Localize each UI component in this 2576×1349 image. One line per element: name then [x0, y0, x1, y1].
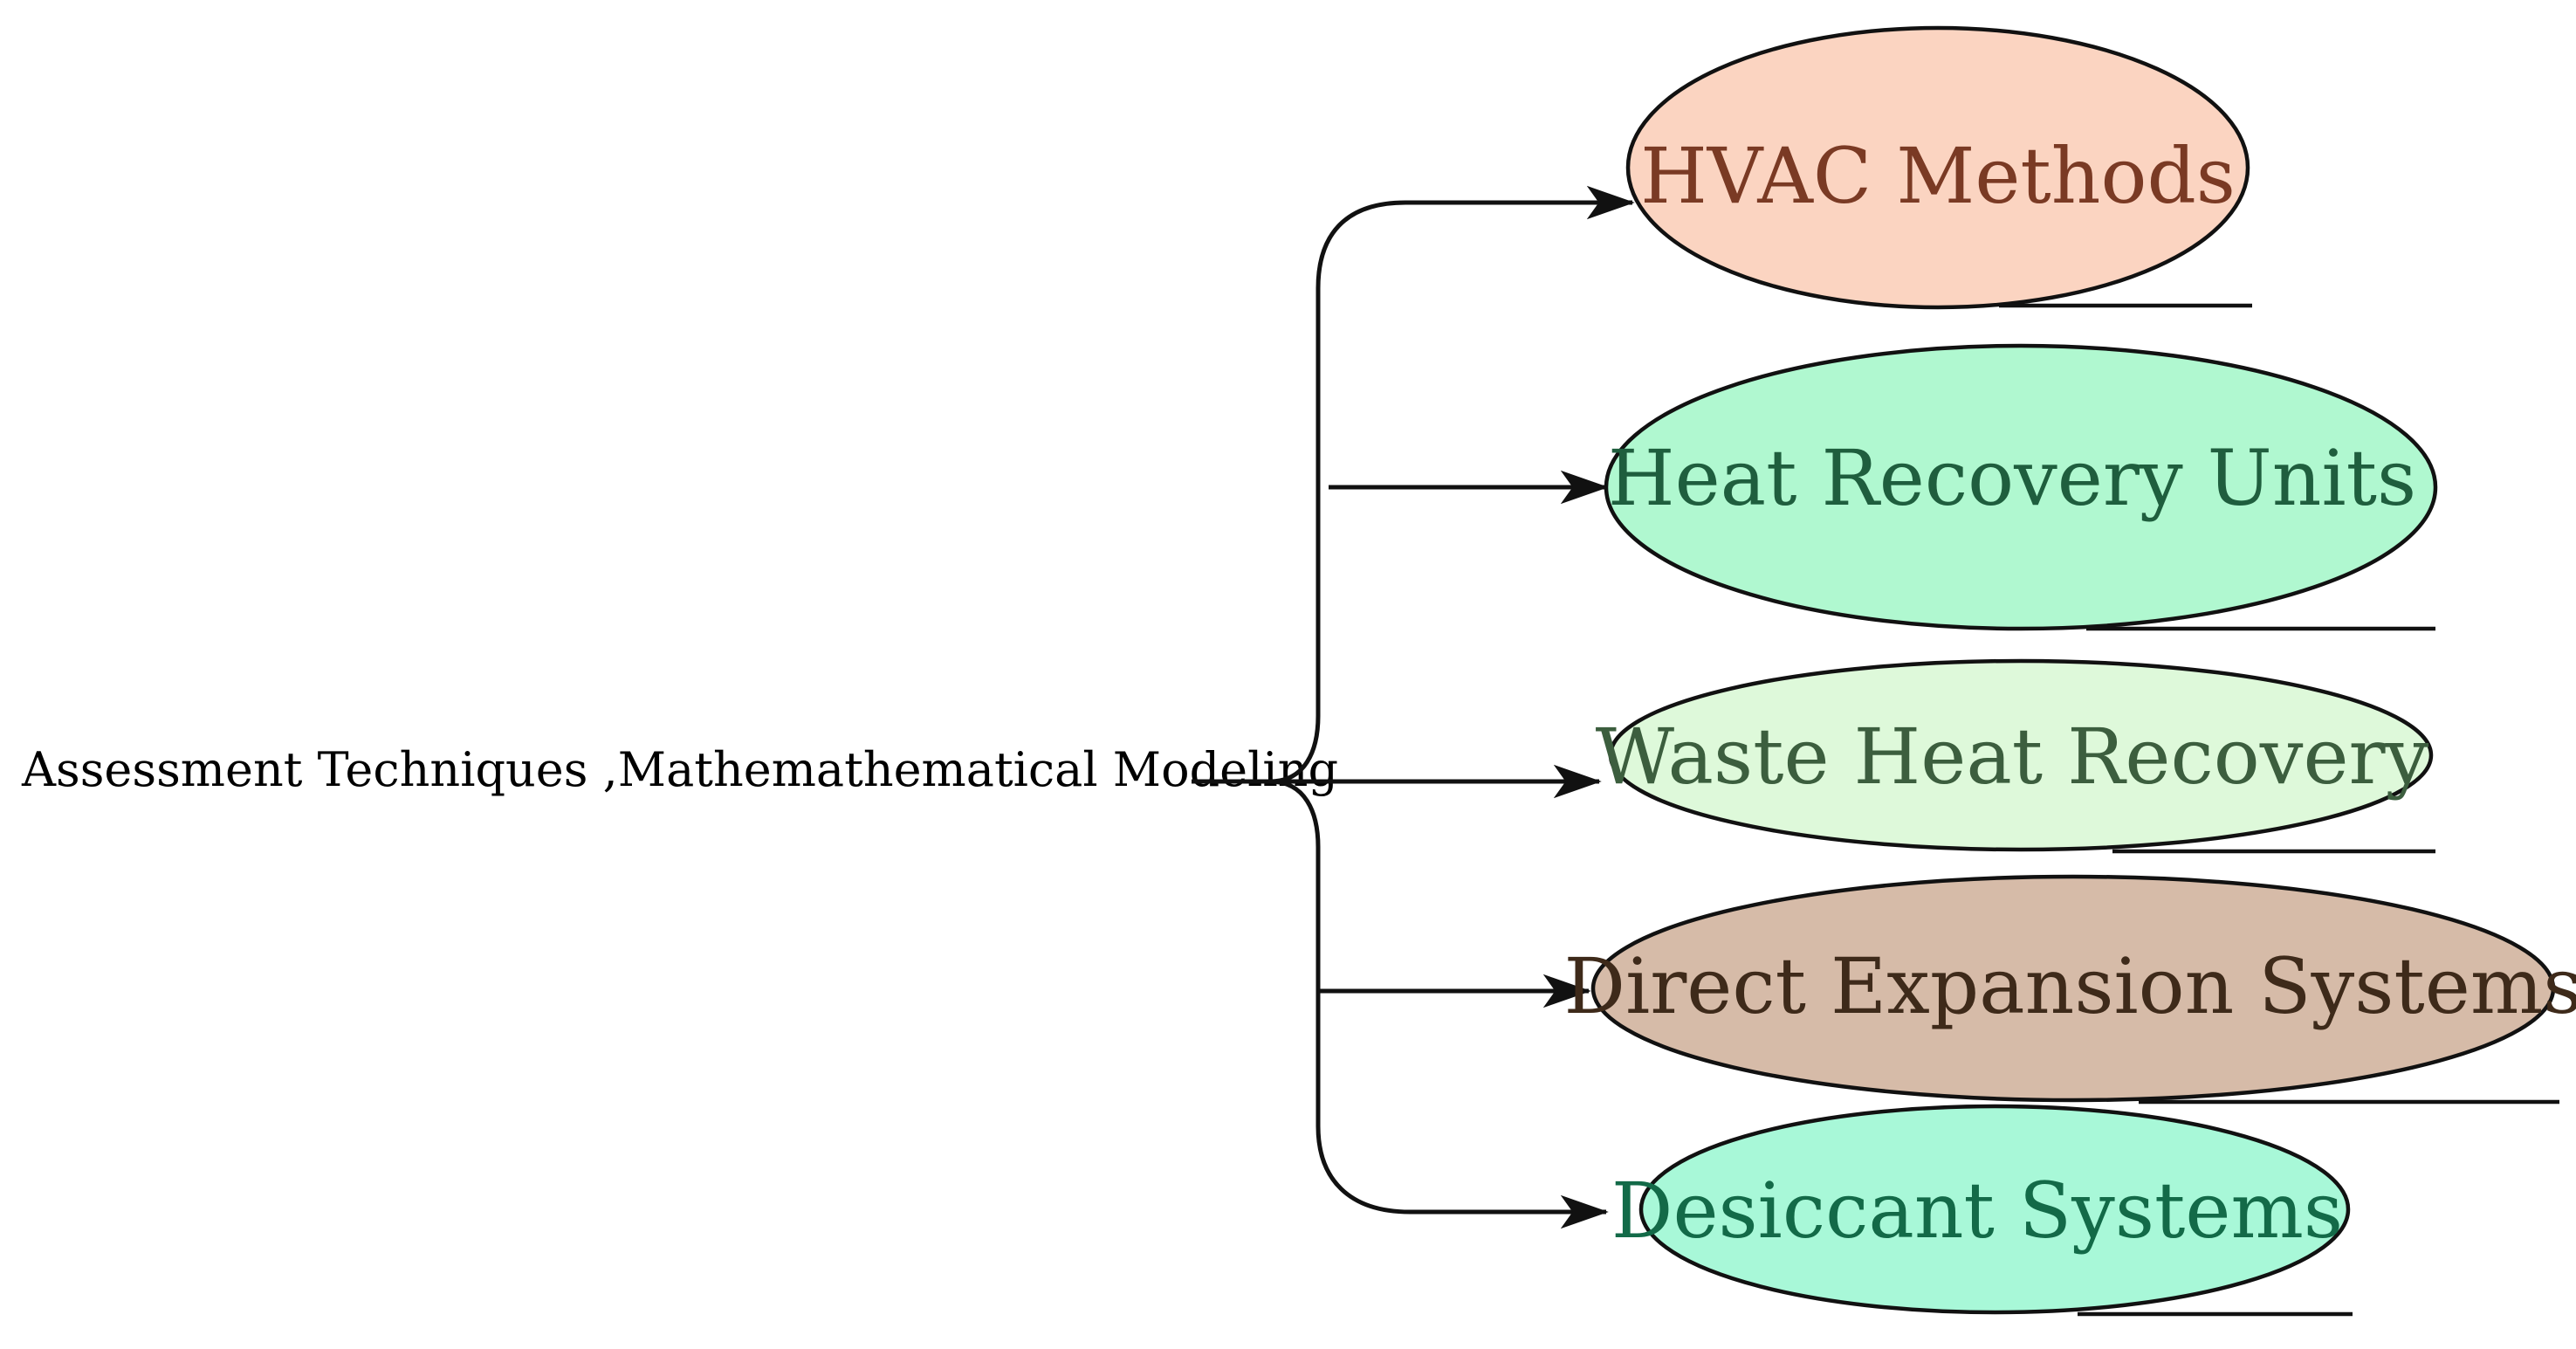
node-desiccant-systems-label: Desiccant Systems [1611, 1166, 2343, 1256]
root-label: Assessment Techniques ,Mathemathematical… [21, 742, 1338, 797]
node-direct-expansion-systems-label: Direct Expansion Systems [1564, 941, 2576, 1031]
node-waste-heat-recovery[interactable]: Waste Heat Recovery [1596, 658, 2435, 854]
node-waste-heat-recovery-shape [1608, 658, 2434, 852]
node-heat-recovery-units[interactable]: Heat Recovery Units [1604, 343, 2438, 631]
node-hvac-methods-label: HVAC Methods [1640, 131, 2236, 221]
node-direct-expansion-systems-shape [1590, 874, 2556, 1103]
node-hvac-methods[interactable]: HVAC Methods [1625, 25, 2252, 310]
node-hvac-methods-shape [1625, 25, 2250, 310]
brace-lower-curve [1269, 779, 1609, 1229]
brace-upper-curve [1269, 185, 1635, 784]
node-heat-recovery-units-shape [1604, 343, 2438, 631]
node-desiccant-systems[interactable]: Desiccant Systems [1611, 1104, 2353, 1317]
node-waste-heat-recovery-label: Waste Heat Recovery [1596, 712, 2429, 802]
node-direct-expansion-systems[interactable]: Direct Expansion Systems [1564, 874, 2576, 1105]
node-desiccant-systems-shape [1638, 1104, 2351, 1315]
node-heat-recovery-units-label: Heat Recovery Units [1608, 433, 2416, 523]
